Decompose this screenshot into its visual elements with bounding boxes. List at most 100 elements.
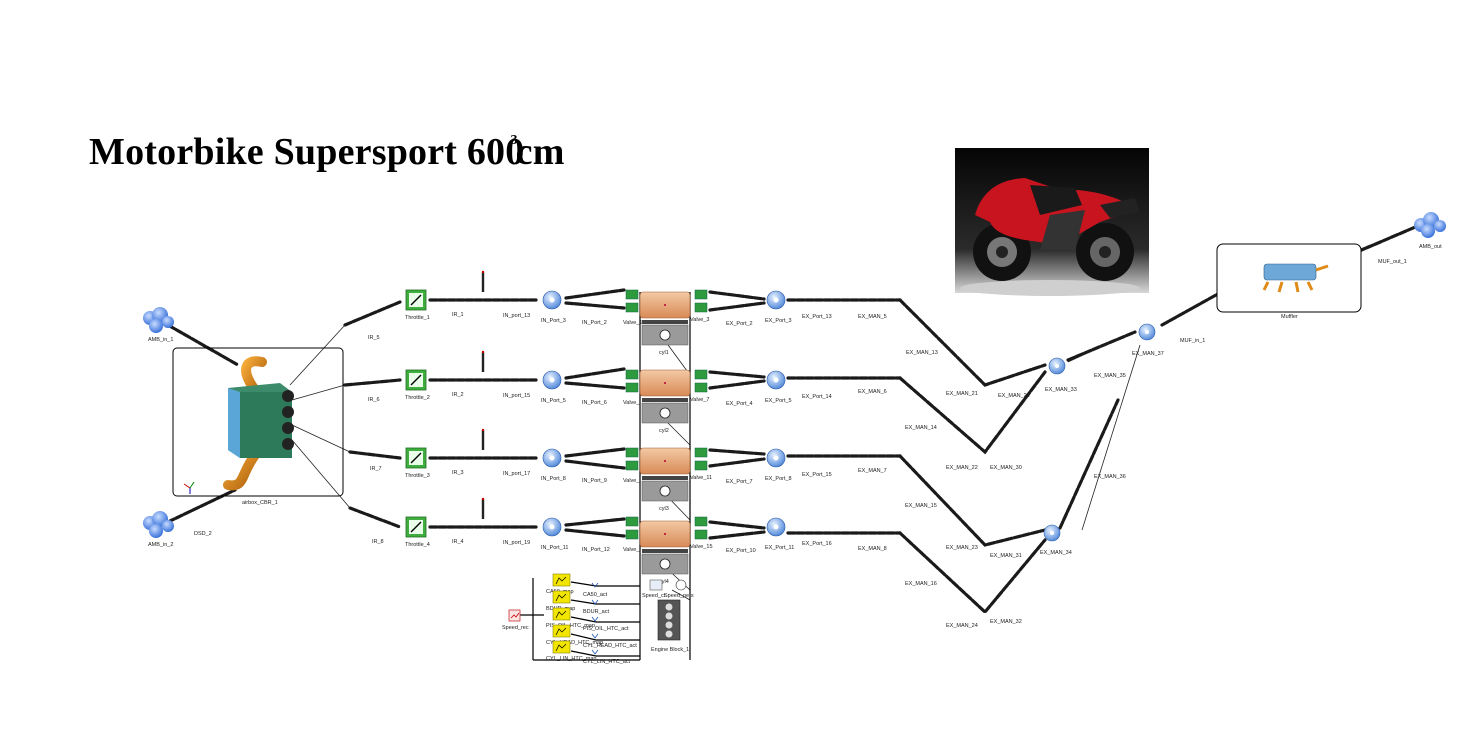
- exhaust-valve-3-label: Valve_11: [690, 475, 712, 481]
- throttle-4-label: Throttle_4: [405, 542, 430, 548]
- ir-7-label: IR_7: [370, 466, 382, 472]
- in-port-4-label: IN_Port_12: [582, 547, 610, 553]
- ex-man-37-icon[interactable]: [1138, 323, 1156, 341]
- actuator-5-label: CYL_LIN_HTC_act: [583, 659, 631, 665]
- speed-rec-label: Speed_rec: [502, 625, 529, 631]
- ex-junction-2-label: EX_Port_5: [765, 398, 792, 404]
- ex-man-32-label: EX_MAN_32: [990, 619, 1022, 625]
- cylinder-3-icon[interactable]: [639, 447, 691, 502]
- control-map-4-label: CYL_HEAD_HTC_map: [546, 640, 603, 646]
- in-port-1-label: IN_Port_2: [582, 320, 607, 326]
- airbox-frame[interactable]: [172, 347, 344, 497]
- ex-man-30-label: EX_MAN_30: [990, 465, 1022, 471]
- intake-valve-1-icon[interactable]: [625, 289, 639, 313]
- in-port-3-label: IN_Port_9: [582, 478, 607, 484]
- ir-6-label: IR_6: [368, 397, 380, 403]
- muf-in-1-label: MUF_in_1: [1180, 338, 1205, 344]
- actuator-1-icon[interactable]: [591, 582, 599, 588]
- cylinder-4-icon[interactable]: [639, 520, 691, 575]
- exhaust-valve-3-icon[interactable]: [694, 447, 708, 471]
- throttle-1-icon[interactable]: [405, 289, 427, 311]
- throttle-2-label: Throttle_2: [405, 395, 430, 401]
- ex-port-a-1-label: EX_Port_2: [726, 321, 753, 327]
- control-map-3-icon[interactable]: [552, 607, 571, 621]
- actuator-3-icon[interactable]: [591, 616, 599, 622]
- exhaust-valve-1-icon[interactable]: [694, 289, 708, 313]
- muffler-label: Muffler: [1281, 314, 1298, 320]
- ex-man-6-label: EX_MAN_6: [858, 389, 887, 395]
- ex-man-35-label: EX_MAN_35: [1094, 373, 1126, 379]
- injector-4-icon[interactable]: [481, 497, 485, 519]
- exhaust-valve-4-icon[interactable]: [694, 516, 708, 540]
- ir-5-label: IR_5: [368, 335, 380, 341]
- ex-man-7-label: EX_MAN_7: [858, 468, 887, 474]
- speed-ct-label: Speed_ct: [642, 593, 666, 599]
- in-port-row-4-label: IN_port_19: [503, 540, 530, 546]
- actuator-5-icon[interactable]: [591, 649, 599, 655]
- ex-man-33-icon[interactable]: [1048, 357, 1066, 375]
- intake-valve-3-icon[interactable]: [625, 447, 639, 471]
- in-port-row-3-label: IN_port_17: [503, 471, 530, 477]
- ex-junction-3-label: EX_Port_8: [765, 476, 792, 482]
- amb-in-1-icon[interactable]: [143, 307, 174, 333]
- title-superscript: 3: [510, 133, 518, 149]
- exhaust-valve-2-icon[interactable]: [694, 369, 708, 393]
- throttle-3-icon[interactable]: [405, 447, 427, 469]
- exhaust-valve-1-label: Valve_3: [690, 317, 709, 323]
- actuator-2-icon[interactable]: [591, 599, 599, 605]
- ex-man-34-icon[interactable]: [1043, 524, 1061, 542]
- in-junction-3-icon[interactable]: [542, 448, 562, 468]
- ir-1-label: IR_1: [452, 312, 464, 318]
- ex-junction-2-icon[interactable]: [766, 370, 786, 390]
- control-map-1-icon[interactable]: [552, 573, 571, 587]
- intake-valve-1-label: Valve_1: [623, 320, 642, 326]
- ex-port-a-2-label: EX_Port_4: [726, 401, 753, 407]
- throttle-3-label: Throttle_3: [405, 473, 430, 479]
- in-junction-2-label: IN_Port_5: [541, 398, 566, 404]
- ex-man-16-label: EX_MAN_16: [905, 581, 937, 587]
- speed-rec-icon[interactable]: [508, 609, 521, 622]
- ir-4-label: IR_4: [452, 539, 464, 545]
- airbox-icon: [223, 356, 294, 491]
- throttle-4-icon[interactable]: [405, 516, 427, 538]
- cylinder-1-icon[interactable]: [639, 291, 691, 346]
- control-map-2-icon[interactable]: [552, 590, 571, 604]
- control-map-5-icon[interactable]: [552, 640, 571, 654]
- control-map-4-icon[interactable]: [552, 624, 571, 638]
- intake-valve-4-icon[interactable]: [625, 516, 639, 540]
- ex-junction-1-label: EX_Port_3: [765, 318, 792, 324]
- ex-port-b-3-label: EX_Port_15: [802, 472, 832, 478]
- ex-man-33-label: EX_MAN_33: [1045, 387, 1077, 393]
- injector-1-icon[interactable]: [481, 270, 485, 292]
- throttle-2-icon[interactable]: [405, 369, 427, 391]
- amb-in-2-icon[interactable]: [143, 511, 174, 538]
- intake-valve-3-label: Valve_: [623, 478, 640, 484]
- injector-3-icon[interactable]: [481, 428, 485, 450]
- ex-port-b-4-label: EX_Port_16: [802, 541, 832, 547]
- engine-bus-lines: [520, 292, 691, 661]
- speed-ct-icon[interactable]: [649, 579, 687, 591]
- cylinder-2-icon[interactable]: [639, 369, 691, 424]
- actuator-1-label: CA50_act: [583, 592, 608, 598]
- ex-man-15-label: EX_MAN_15: [905, 503, 937, 509]
- ex-man-24-label: EX_MAN_24: [946, 623, 978, 629]
- ex-junction-3-icon[interactable]: [766, 448, 786, 468]
- axis-triad-icon: [183, 481, 195, 494]
- in-junction-2-icon[interactable]: [542, 370, 562, 390]
- intake-valve-2-icon[interactable]: [625, 369, 639, 393]
- engine-block-icon[interactable]: [657, 599, 681, 641]
- ex-man-29-label: EX_MAN_29: [998, 393, 1030, 399]
- injector-2-icon[interactable]: [481, 350, 485, 372]
- in-junction-4-icon[interactable]: [542, 517, 562, 537]
- ex-junction-4-label: EX_Port_11: [765, 545, 794, 551]
- ir-8-label: IR_8: [372, 539, 384, 545]
- exhaust-valve-4-label: Valve_15: [690, 544, 713, 550]
- cylinder-1-label: cyl1: [659, 350, 669, 356]
- in-junction-1-icon[interactable]: [542, 290, 562, 310]
- ex-junction-1-icon[interactable]: [766, 290, 786, 310]
- amb-out-icon[interactable]: [1414, 212, 1446, 238]
- actuator-4-icon[interactable]: [591, 633, 599, 639]
- ex-junction-4-icon[interactable]: [766, 517, 786, 537]
- ex-man-21-label: EX_MAN_21: [946, 391, 978, 397]
